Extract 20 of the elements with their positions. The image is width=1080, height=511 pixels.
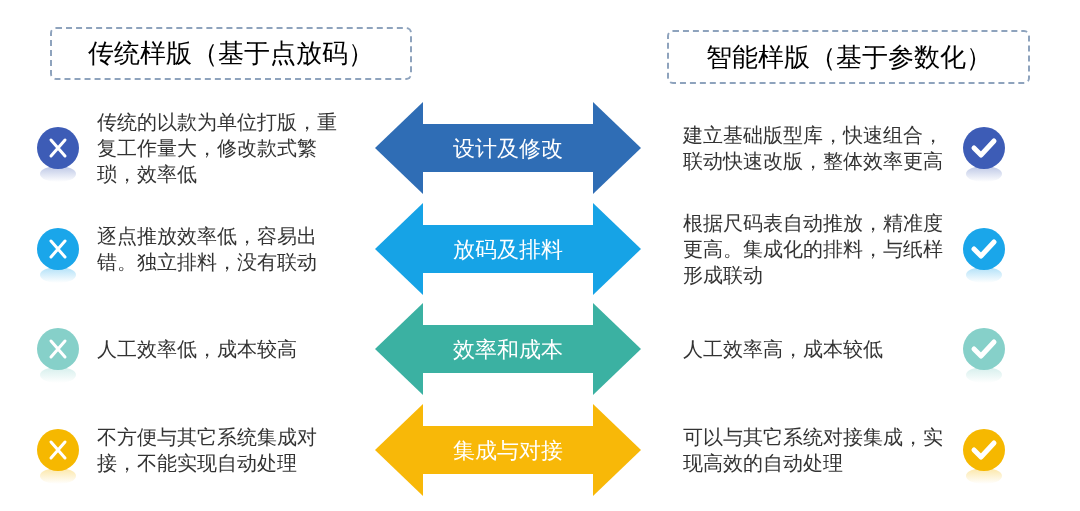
description-text: 传统的以款为单位打版，重复工作量大，修改款式繁琐，效率低: [97, 109, 338, 187]
edge-label: 放码及排料: [453, 235, 563, 264]
header-title: 传统样版（基于点放码）: [88, 37, 374, 70]
edge-label: 设计及修改: [453, 134, 563, 163]
description-text: 不方便与其它系统集成对接，不能实现自动处理: [97, 424, 318, 476]
double-arrow: [375, 102, 641, 194]
edge-label: 集成与对接: [453, 436, 563, 465]
description-text: 逐点推放效率低，容易出错。独立排料，没有联动: [97, 223, 318, 275]
header-title: 智能样版（基于参数化）: [705, 40, 992, 74]
double-arrow: [375, 203, 641, 295]
header-box: [667, 30, 1030, 84]
double-arrow: [375, 404, 641, 496]
edge-label: 效率和成本: [453, 335, 563, 364]
header-box: [50, 27, 412, 80]
description-text: 人工效率低，成本较高: [97, 336, 297, 362]
double-arrow: [375, 303, 641, 395]
description-text: 根据尺码表自动推放，精准度更高。集成化的排料，与纸样形成联动: [683, 210, 944, 288]
description-text: 可以与其它系统对接集成，实现高效的自动处理: [683, 424, 944, 476]
description-text: 建立基础版型库，快速组合，联动快速改版，整体效率更高: [683, 122, 944, 174]
description-text: 人工效率高，成本较低: [683, 336, 883, 362]
